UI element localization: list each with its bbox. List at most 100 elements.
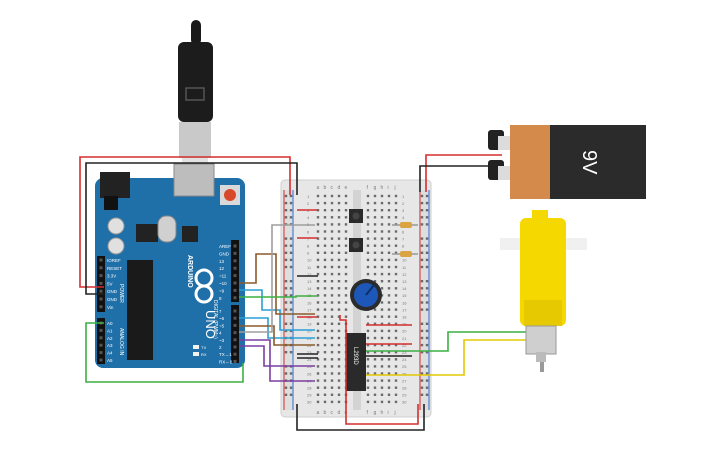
column-label: c	[331, 185, 334, 191]
breadboard-hole	[330, 365, 334, 368]
breadboard-hole	[394, 329, 398, 333]
breadboard-hole	[380, 216, 384, 219]
digital-pin-label: ~10	[219, 281, 227, 286]
breadboard-hole	[330, 336, 334, 340]
row-label: 17	[307, 307, 312, 312]
header-pin	[99, 305, 103, 309]
rail-hole	[284, 351, 288, 354]
breadboard-hole	[323, 301, 327, 304]
breadboard-hole	[366, 379, 370, 382]
breadboard-hole	[387, 223, 391, 226]
row-label: 7	[402, 236, 405, 241]
breadboard-hole	[373, 329, 377, 333]
breadboard-hole	[394, 386, 398, 389]
breadboard-hole	[380, 237, 384, 240]
rail-hole	[284, 216, 288, 219]
row-label: 20	[402, 329, 407, 334]
rail-hole	[420, 287, 424, 290]
breadboard-hole	[316, 343, 320, 347]
breadboard-hole	[330, 301, 334, 304]
reset-button[interactable]	[220, 185, 240, 205]
breadboard-hole	[316, 216, 320, 219]
breadboard-hole	[337, 372, 341, 375]
header-pin	[233, 309, 237, 313]
row-label: 8	[402, 244, 405, 249]
breadboard-hole	[337, 294, 341, 297]
rail-hole	[425, 237, 429, 240]
power-pin-label: IOREF	[107, 258, 121, 263]
breadboard-hole	[330, 287, 334, 290]
wire-pin1-purple	[239, 345, 315, 367]
header-pin	[233, 338, 237, 342]
breadboard-hole	[366, 244, 370, 247]
rail-hole	[289, 201, 293, 205]
header-pin	[99, 358, 103, 362]
breadboard-hole	[316, 365, 320, 368]
rail-hole	[420, 308, 424, 311]
breadboard-hole	[373, 308, 377, 311]
wire-5v-red	[79, 156, 291, 288]
column-label: a	[317, 410, 320, 416]
breadboard-hole	[380, 386, 384, 389]
breadboard-hole	[344, 223, 348, 226]
column-label: d	[338, 410, 341, 416]
breadboard-hole	[373, 237, 377, 240]
rail-hole	[425, 372, 429, 375]
breadboard-hole	[380, 329, 384, 333]
breadboard-hole	[373, 230, 377, 233]
rail-hole	[420, 393, 424, 396]
rail-hole	[420, 244, 424, 247]
wire-pin9-blue	[239, 289, 315, 331]
rail-hole	[425, 329, 429, 333]
breadboard-hole	[337, 230, 341, 233]
breadboard-hole	[337, 336, 341, 340]
breadboard-hole	[337, 287, 341, 290]
digital-caption: DIGITAL (PWM~)	[212, 300, 218, 339]
wire-pin2-purple	[239, 339, 315, 382]
breadboard-hole	[316, 393, 320, 396]
header-pin	[99, 328, 103, 332]
row-label: 29	[307, 393, 312, 398]
breadboard-hole	[387, 351, 391, 354]
row-label: 13	[307, 279, 312, 284]
rail-hole	[420, 386, 424, 389]
row-label: 19	[307, 322, 312, 327]
digital-pin-label: RX←0	[219, 359, 233, 364]
breadboard-hole	[387, 258, 391, 262]
breadboard-hole	[380, 358, 384, 361]
breadboard-hole	[316, 351, 320, 354]
potentiometer[interactable]	[350, 279, 382, 311]
column-label: i	[388, 410, 389, 416]
push-button-2[interactable]	[349, 238, 363, 252]
breadboard-hole	[387, 336, 391, 340]
breadboard-hole	[344, 244, 348, 247]
row-label: 10	[402, 258, 407, 263]
row-label: 11	[402, 265, 407, 270]
header-pin	[99, 336, 103, 340]
breadboard-hole	[373, 244, 377, 247]
analog-pin-label: A2	[107, 336, 113, 341]
wire-analog-green	[85, 322, 244, 383]
battery-9v: 9V	[488, 125, 646, 199]
header-pin	[99, 343, 103, 347]
breadboard-hole	[394, 287, 398, 290]
column-label: g	[374, 410, 377, 416]
breadboard-hole	[316, 244, 320, 247]
breadboard-hole	[344, 301, 348, 304]
push-button-1[interactable]	[349, 209, 363, 223]
power-pin-label: Vin	[107, 305, 114, 310]
row-label: 3	[402, 208, 405, 213]
row-label: 18	[402, 315, 407, 320]
breadboard-hole	[366, 258, 370, 262]
analog-caption: ANALOG IN	[118, 328, 124, 356]
breadboard-hole	[323, 358, 327, 361]
breadboard-hole	[316, 400, 320, 404]
header-pin	[99, 289, 103, 293]
breadboard-hole	[394, 230, 398, 233]
arduino-board: ARDUINO UNO DIGITAL (PWM~) POWER ANALOG …	[95, 163, 245, 368]
breadboard-hole	[330, 244, 334, 247]
rail-hole	[284, 301, 288, 304]
breadboard-hole	[373, 336, 377, 340]
